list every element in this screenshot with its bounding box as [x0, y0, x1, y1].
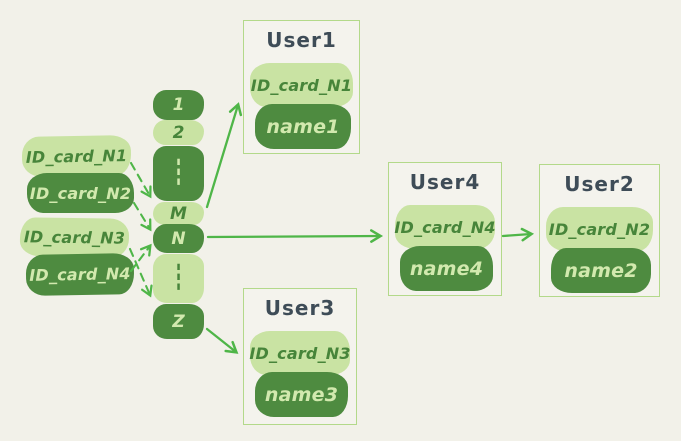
- user-name-chip: name1: [255, 104, 351, 149]
- user-title: User1: [266, 28, 337, 52]
- user-name-chip: name3: [255, 372, 348, 417]
- hash-bucket-1: 1: [153, 90, 204, 120]
- user-title: User3: [264, 296, 336, 320]
- arrow-card-n2-to-bucket-n: [132, 201, 152, 232]
- hash-bucket-ellipsis-bottom: ⋮: [153, 254, 204, 303]
- hash-bucket-2: 2: [153, 120, 204, 145]
- ellipsis-dots: ⋮: [171, 259, 186, 298]
- id-card-chip-n1: ID_card_N1: [21, 135, 132, 177]
- arrow-bucket-z-to-user3: [205, 327, 239, 354]
- hash-bucket-z: Z: [153, 304, 204, 339]
- user-box-user1: User1 ID_card_N1 name1: [243, 20, 360, 154]
- hash-bucket-ellipsis-top: ⋮: [153, 146, 204, 201]
- user-box-user2: User2 ID_card_N2 name2: [539, 164, 660, 297]
- user-title: User2: [564, 172, 635, 196]
- hash-bucket-m: M: [153, 202, 204, 225]
- arrow-bucket-m-to-user1: [205, 102, 243, 209]
- id-card-chip-n3: ID_card_N3: [19, 217, 130, 258]
- user-id-card-chip: ID_card_N4: [394, 205, 496, 249]
- arrow-bucket-n-to-user4: [206, 229, 384, 243]
- user-box-user3: User3 ID_card_N3 name3: [243, 288, 357, 425]
- arrow-user4-to-user2: [501, 227, 535, 242]
- user-name-chip: name4: [400, 246, 493, 291]
- ellipsis-dots: ⋮: [171, 154, 186, 193]
- user-id-card-chip: ID_card_N3: [249, 331, 351, 375]
- user-id-card-chip: ID_card_N1: [250, 63, 353, 107]
- user-box-user4: User4 ID_card_N4 name4: [388, 162, 502, 296]
- hash-bucket-n: N: [153, 224, 204, 253]
- id-card-chip-n2: ID_card_N2: [27, 173, 134, 213]
- user-id-card-chip: ID_card_N2: [546, 207, 653, 251]
- user-title: User4: [409, 170, 481, 194]
- user-name-chip: name2: [551, 248, 651, 293]
- id-card-chip-n4: ID_card_N4: [25, 253, 135, 296]
